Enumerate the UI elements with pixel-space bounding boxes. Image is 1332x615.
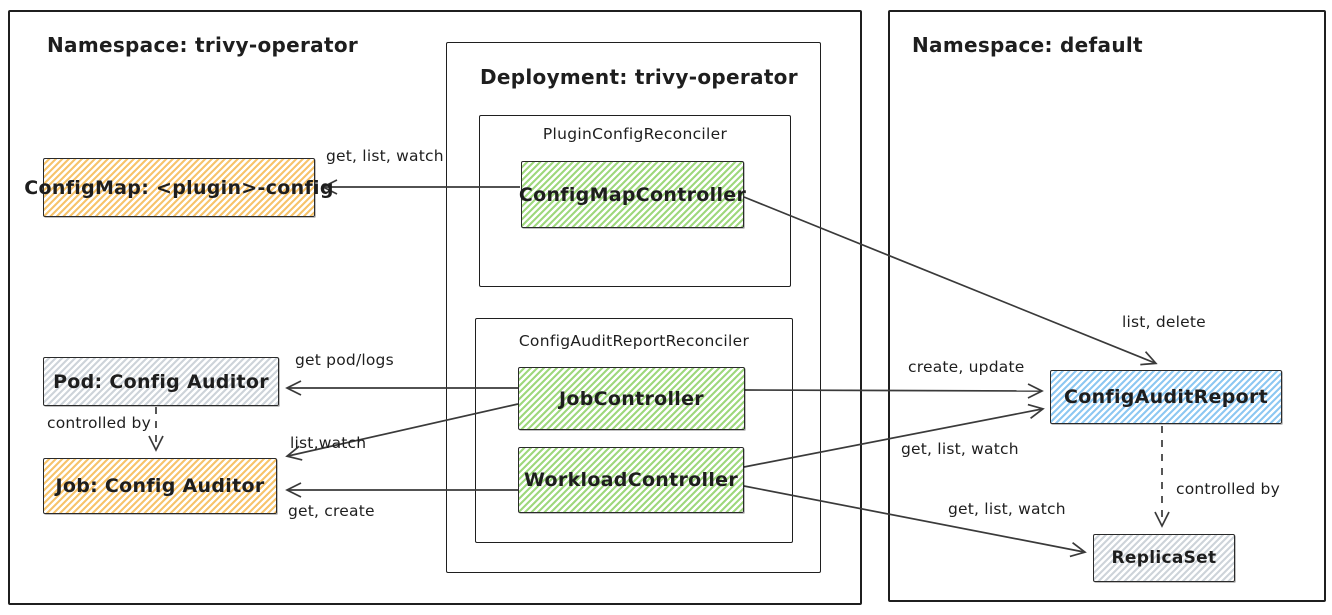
edge-label-get-create: get, create bbox=[288, 502, 375, 520]
node-workload-controller: WorkloadController bbox=[518, 447, 744, 513]
node-job-controller: JobController bbox=[518, 367, 745, 430]
node-configmap-plugin-config-label: ConfigMap: <plugin>-config bbox=[24, 176, 334, 199]
edge-label-get-list-watch-configmap: get, list, watch bbox=[326, 147, 444, 165]
deployment-label: Deployment: trivy-operator bbox=[480, 65, 798, 89]
edge-label-get-list-watch-replicaset: get, list, watch bbox=[948, 500, 1066, 518]
config-audit-report-reconciler-label: ConfigAuditReportReconciler bbox=[518, 332, 750, 350]
node-configmap-plugin-config: ConfigMap: <plugin>-config bbox=[24, 158, 333, 217]
node-workload-controller-label: WorkloadController bbox=[523, 469, 739, 491]
node-replicaset: ReplicaSet bbox=[1093, 534, 1235, 582]
edge-label-create-update: create, update bbox=[908, 358, 1025, 376]
namespace-trivy-operator-label: Namespace: trivy-operator bbox=[47, 33, 359, 57]
edge-label-list-watch: list,watch bbox=[290, 434, 367, 452]
edge-label-get-pod-logs: get pod/logs bbox=[295, 351, 394, 369]
plugin-config-reconciler-label: PluginConfigReconciler bbox=[542, 125, 728, 143]
node-configmap-controller-label: ConfigMapController bbox=[518, 183, 747, 206]
node-configmap-controller: ConfigMapController bbox=[518, 161, 747, 228]
edge-label-controlled-by-job: controlled by bbox=[47, 414, 151, 432]
node-config-audit-report-label: ConfigAuditReport bbox=[1063, 386, 1269, 408]
node-job-config-auditor: Job: Config Auditor bbox=[43, 458, 277, 514]
node-job-config-auditor-label: Job: Config Auditor bbox=[55, 475, 265, 497]
edge-label-controlled-by-replicaset: controlled by bbox=[1176, 480, 1280, 498]
namespace-default-label: Namespace: default bbox=[912, 33, 1143, 57]
edge-label-list-delete: list, delete bbox=[1122, 313, 1206, 331]
node-job-controller-label: JobController bbox=[559, 387, 704, 410]
edge-label-get-list-watch-car: get, list, watch bbox=[901, 440, 1019, 458]
node-config-audit-report: ConfigAuditReport bbox=[1050, 370, 1282, 424]
node-replicaset-label: ReplicaSet bbox=[1111, 548, 1217, 568]
node-pod-config-auditor: Pod: Config Auditor bbox=[43, 357, 279, 406]
container-deployment-trivy-operator: Deployment: trivy-operator bbox=[446, 42, 821, 573]
node-pod-config-auditor-label: Pod: Config Auditor bbox=[53, 370, 269, 393]
